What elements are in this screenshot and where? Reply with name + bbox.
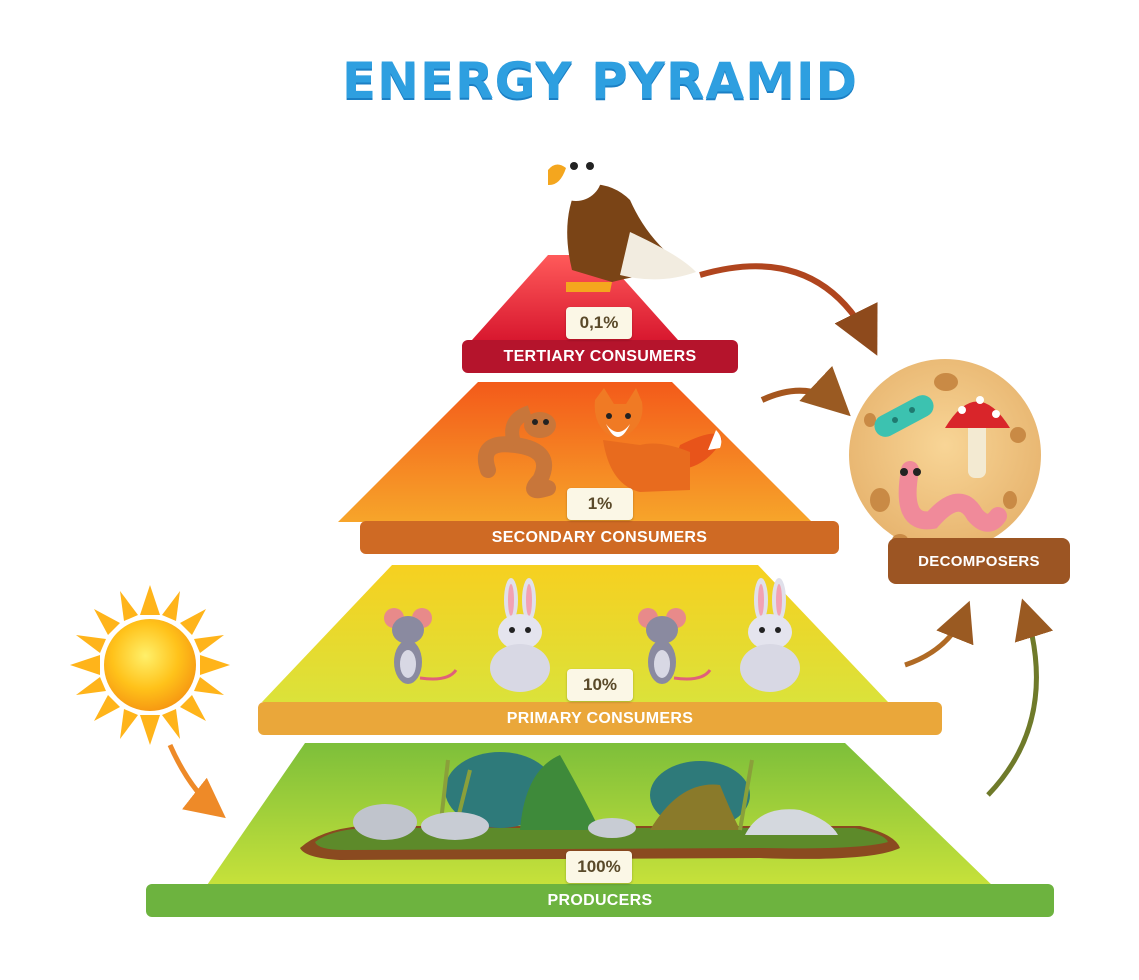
arrow-secondary-to-decomposers xyxy=(760,365,851,417)
arrow-primary-to-decomposers xyxy=(904,600,974,668)
sun-icon xyxy=(70,585,230,745)
rabbit-icon-2 xyxy=(740,578,800,692)
bar-primary xyxy=(258,702,942,735)
percent-tertiary: 0,1% xyxy=(566,307,632,339)
label-producers: PRODUCERS xyxy=(547,891,653,909)
label-secondary: SECONDARY CONSUMERS xyxy=(491,528,708,546)
percent-secondary: 1% xyxy=(567,488,633,520)
mouse-icon xyxy=(384,608,458,684)
arrow-sun-to-producers xyxy=(167,743,226,819)
fox-icon xyxy=(594,388,722,492)
plants-illustration xyxy=(300,752,900,860)
bar-producers xyxy=(146,884,1054,917)
percent-primary: 10% xyxy=(567,669,633,701)
snake-icon xyxy=(477,405,556,499)
label-tertiary: TERTIARY CONSUMERS xyxy=(503,347,697,365)
page-title: ENERGY PYRAMID xyxy=(341,52,859,110)
bar-secondary xyxy=(360,521,839,554)
arrow-tertiary-to-decomposers xyxy=(699,263,878,356)
tier-secondary xyxy=(338,382,812,522)
bacteria-icon xyxy=(874,395,934,437)
arrow-producers-to-decomposers xyxy=(986,598,1054,797)
worm-icon xyxy=(898,461,1007,532)
bar-tertiary xyxy=(462,340,738,373)
rabbit-icon xyxy=(490,578,550,692)
mouse-icon-2 xyxy=(638,608,712,684)
decomposers-illustration xyxy=(849,359,1041,551)
percent-producers: 100% xyxy=(566,851,632,883)
bar-decomposers xyxy=(888,538,1070,584)
eagle-icon xyxy=(548,149,696,292)
label-primary: PRIMARY CONSUMERS xyxy=(506,709,694,727)
label-decomposers: DECOMPOSERS xyxy=(918,552,1040,570)
mushroom-icon xyxy=(945,396,1010,478)
